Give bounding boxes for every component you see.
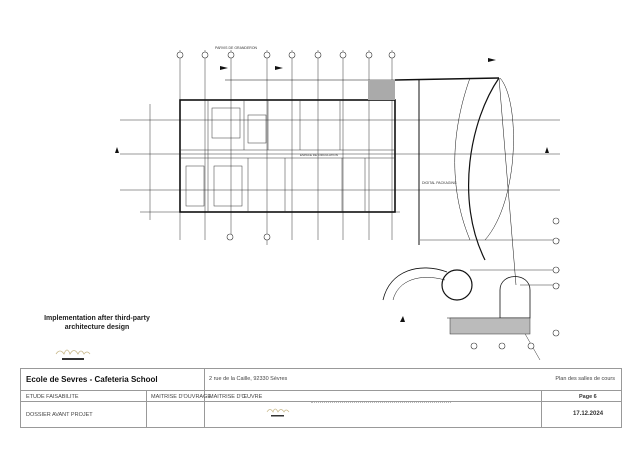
architect-contact-details [311, 402, 451, 417]
architect-label: MAITRISE D'ŒUVRE [209, 394, 263, 400]
building-outline [179, 77, 531, 319]
title-block: Ecole de Sevres - Cafeteria School 2 rue… [20, 368, 622, 428]
sheet-title: Plan des salles de cours [555, 376, 615, 382]
page-number: Page 6 [579, 394, 597, 400]
grid-bubbles [176, 51, 560, 350]
architectural-floor-plan: PARVIS DE GRANDERON ESPACE DE CIRCULATIO… [115, 46, 560, 361]
top-note-label: PARVIS DE GRANDERON [215, 46, 258, 50]
owner-label: MAITRISE D'OUVRAGE [151, 394, 212, 400]
caption: Implementation after third-party archite… [22, 314, 172, 332]
caption-line-1: Implementation after third-party [44, 315, 150, 322]
architect-logo [266, 408, 290, 417]
caption-line-2: architecture design [64, 324, 130, 331]
date: 17.12.2024 [573, 411, 604, 417]
studio-logo [55, 349, 91, 360]
north-arrows [115, 58, 549, 322]
project-name: Ecole de Sevres - Cafeteria School [26, 375, 158, 384]
room-label-digital: DIGITAL PACKAGING [422, 181, 457, 185]
phase-label: ETUDE FAISABILITE [26, 394, 79, 400]
corridor-label: ESPACE DE CIRCULATION [300, 153, 338, 157]
phase-value: DOSSIER AVANT PROJET [26, 412, 93, 418]
hatched-area [368, 80, 395, 100]
interior-walls [180, 100, 395, 212]
project-address: 2 rue de la Caille, 92330 Sèvres [209, 376, 288, 382]
hatched-terrace [449, 317, 531, 335]
